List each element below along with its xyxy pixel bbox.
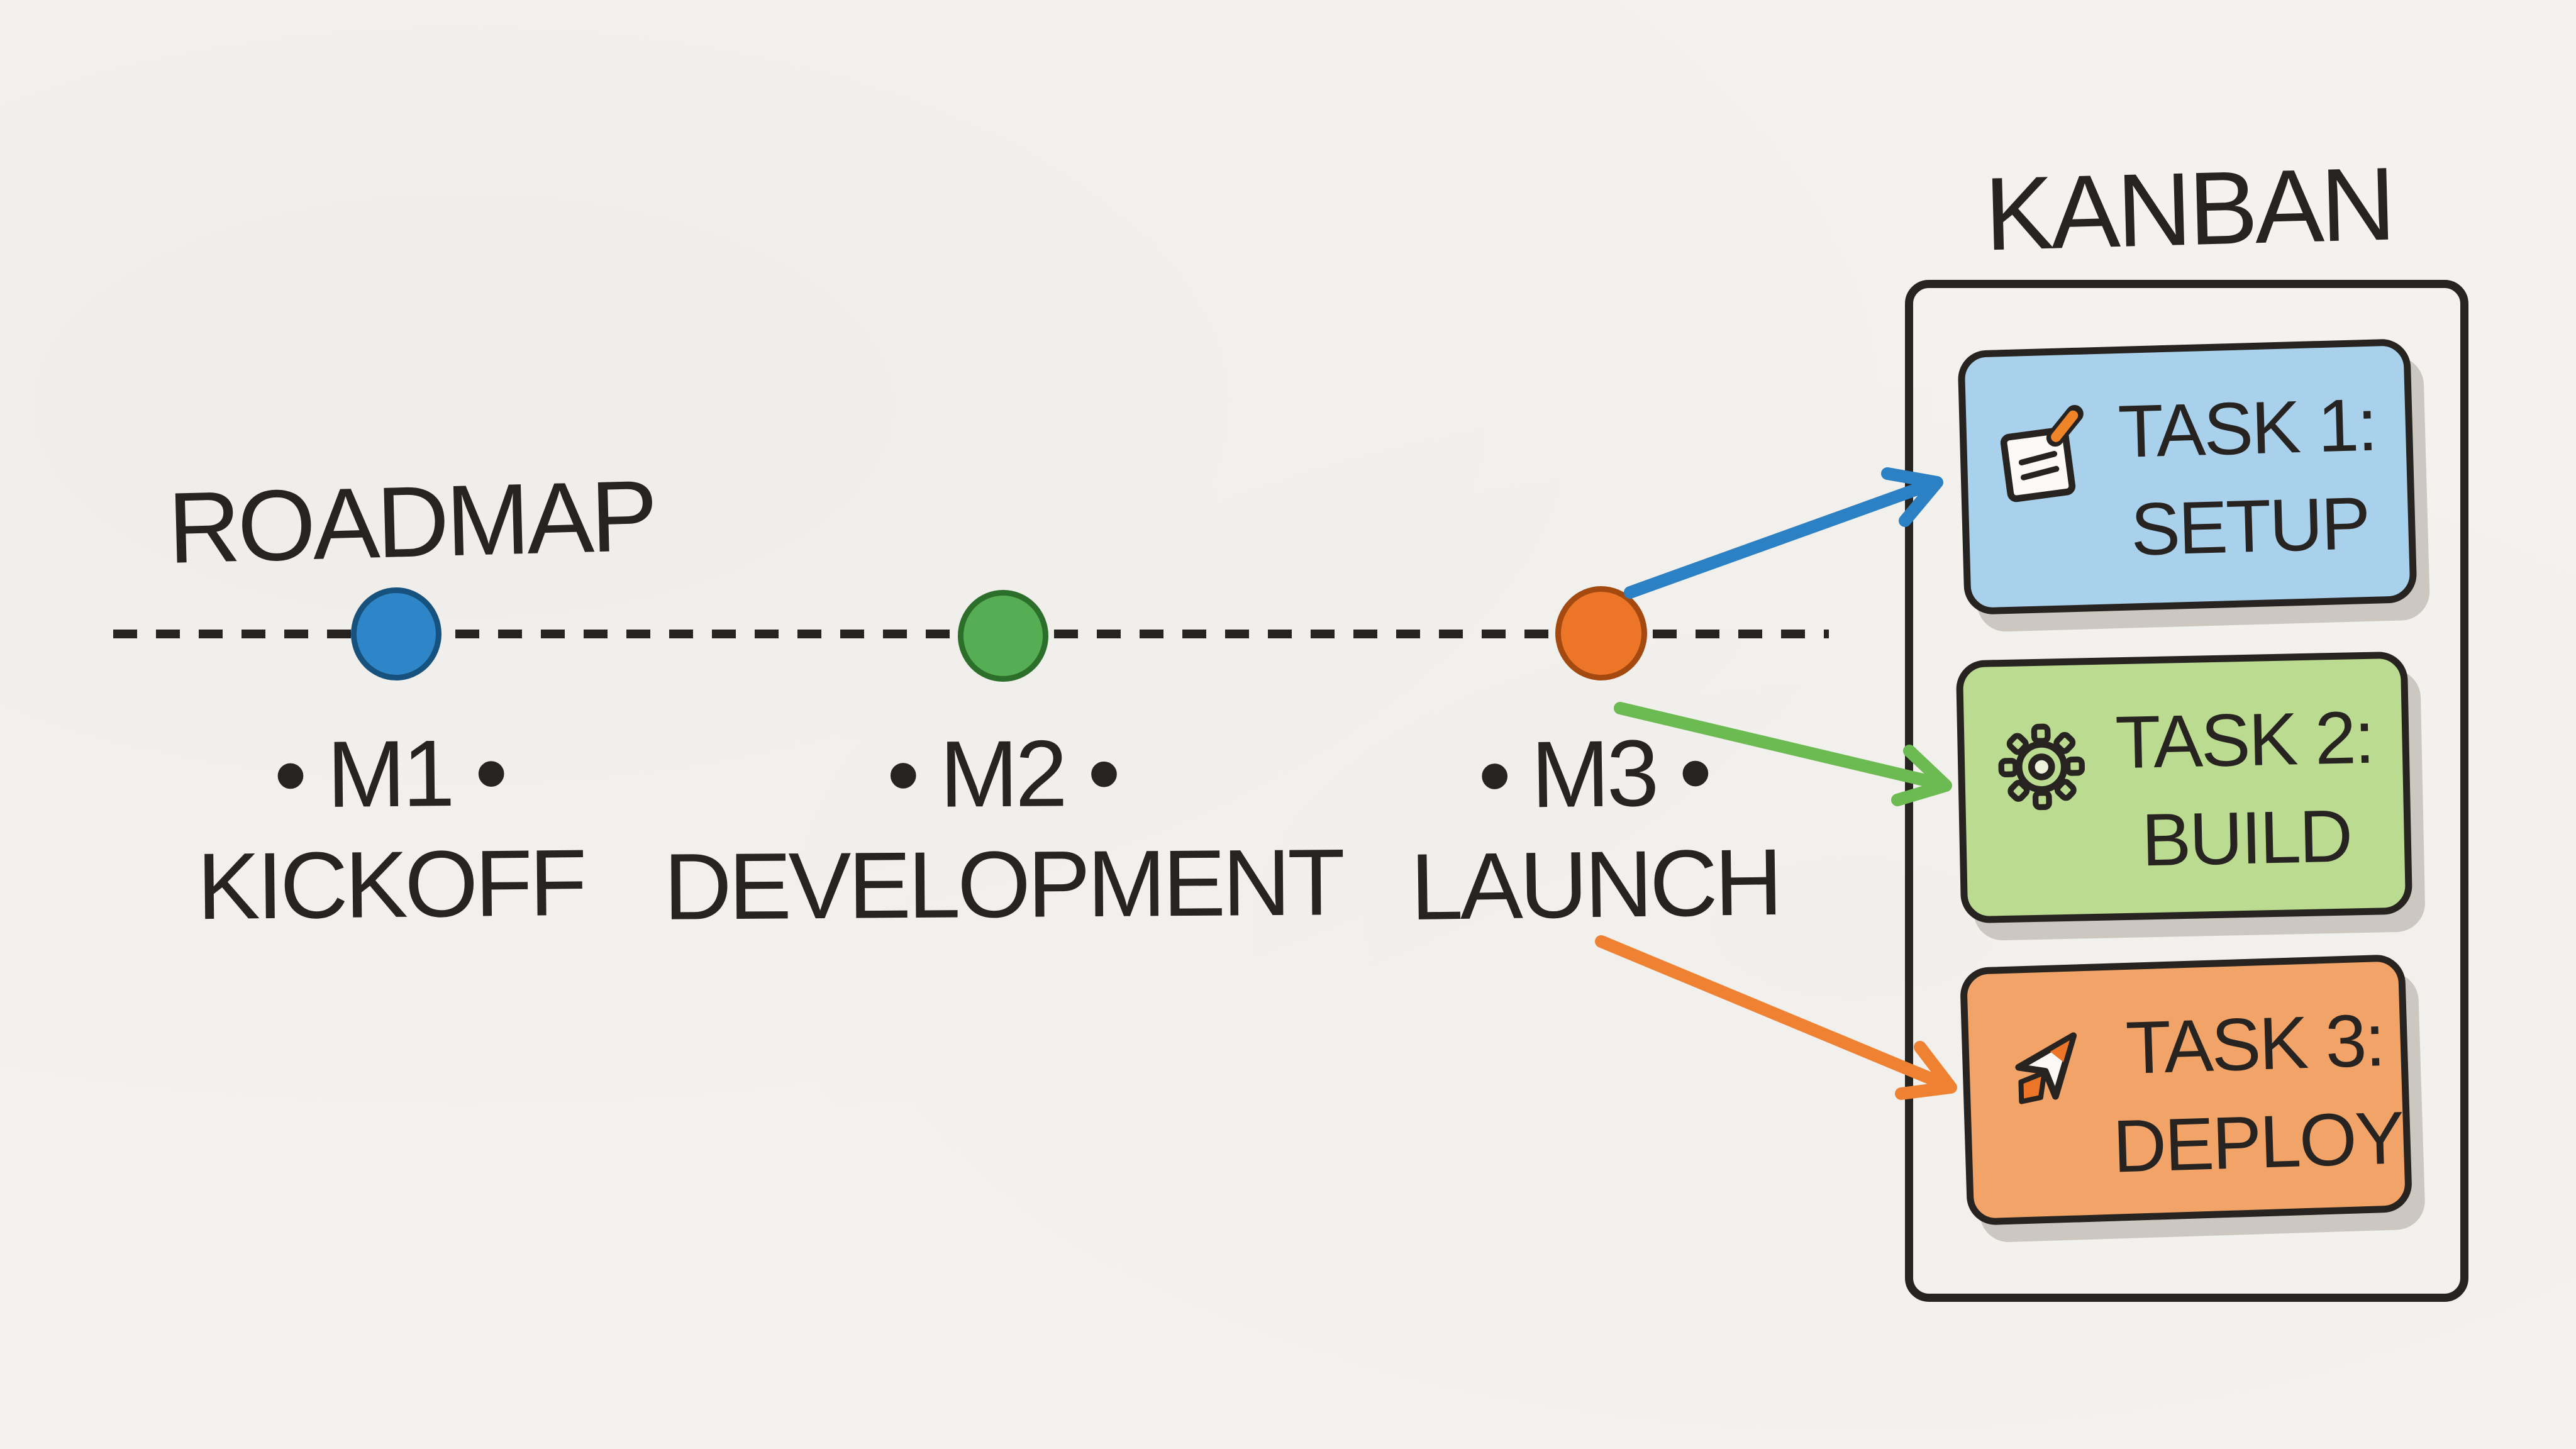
kanban-board xyxy=(1905,280,2468,1302)
milestone-dot-m2 xyxy=(958,590,1048,682)
gear-icon xyxy=(1998,723,2085,811)
rocket-icon xyxy=(2015,1032,2077,1104)
milestone-dot-m3 xyxy=(1555,586,1647,680)
task-card-build: TASK 2: BUILD xyxy=(1955,651,2413,924)
memo-icon xyxy=(2000,404,2084,502)
task-card-deploy: TASK 3: DEPLOY xyxy=(1959,953,2413,1226)
milestone-dot-m1 xyxy=(351,587,441,680)
arrow-launch-to-deploy xyxy=(1595,935,1957,1100)
arrow-launch-to-setup xyxy=(1624,467,1943,599)
task-card-setup: TASK 1: SETUP xyxy=(1957,338,2418,615)
arrow-launch-to-build xyxy=(1614,702,1952,806)
